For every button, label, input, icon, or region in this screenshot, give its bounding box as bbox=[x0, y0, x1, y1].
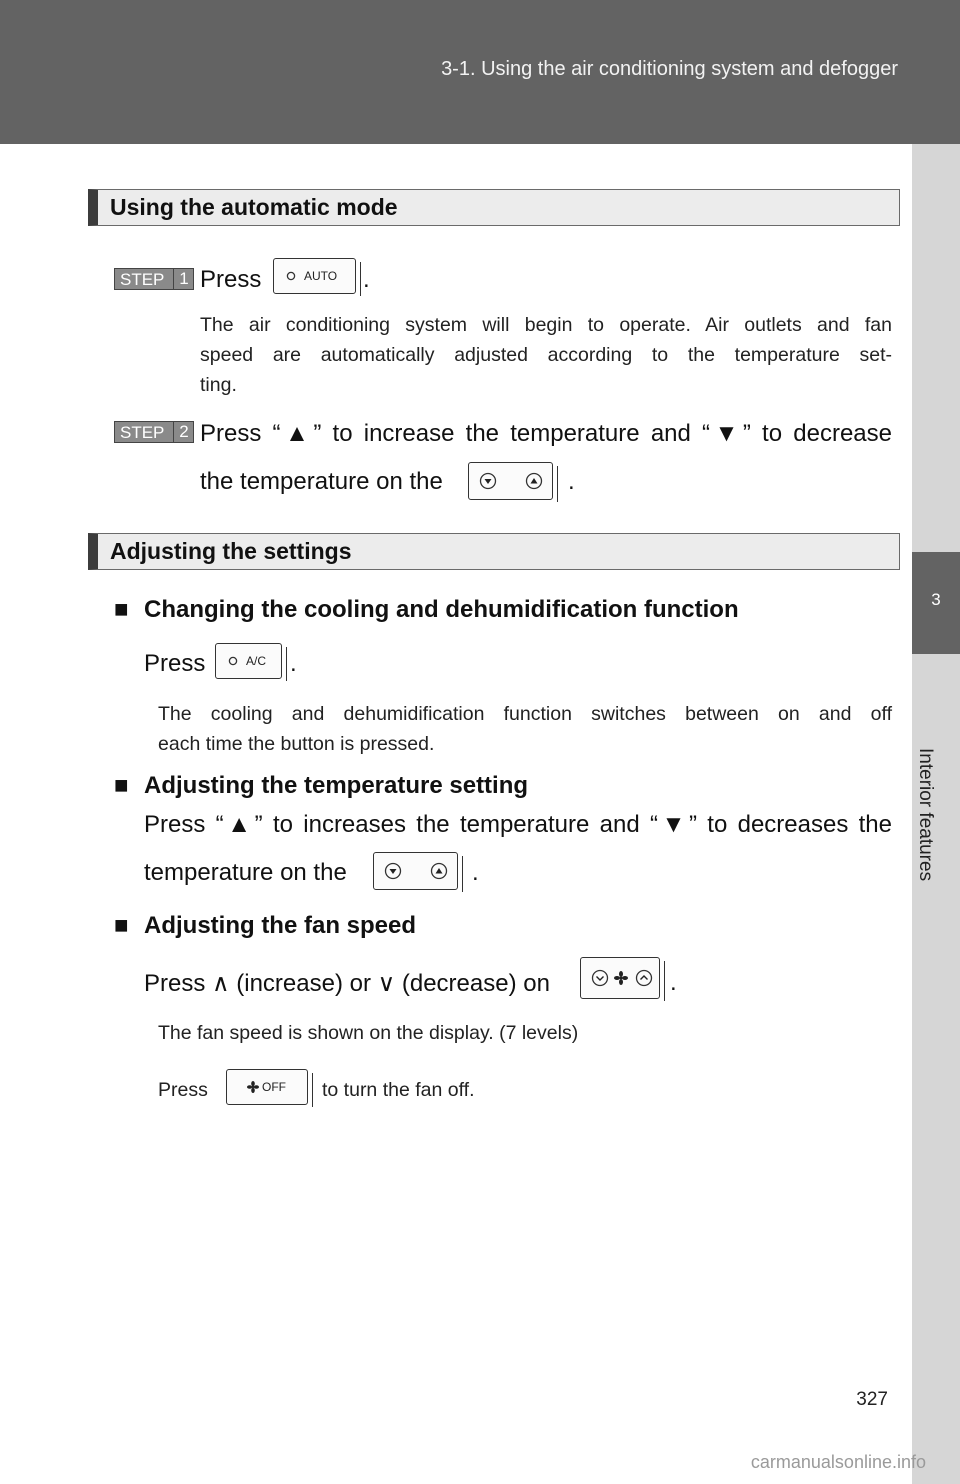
section-heading-settings: Adjusting the settings bbox=[88, 533, 900, 570]
temp-up-icon bbox=[430, 862, 448, 880]
step-1-press-text: Press bbox=[200, 266, 262, 293]
cooling-period: . bbox=[290, 650, 297, 677]
page-number: 327 bbox=[856, 1389, 888, 1410]
step-2-period: . bbox=[568, 468, 575, 495]
temperature-line2: temperature on the bbox=[144, 859, 347, 886]
cooling-square-bullet: ■ bbox=[114, 596, 129, 623]
chapter-number: 3 bbox=[931, 590, 941, 609]
cooling-desc-line1: The cooling and dehumidification functio… bbox=[158, 703, 892, 725]
step-1-desc-line2: speed are automatically adjusted accordi… bbox=[200, 344, 892, 366]
fan-off-after-text: to turn the fan off. bbox=[322, 1079, 475, 1101]
indicator-light-icon bbox=[228, 656, 238, 666]
temperature-dial bbox=[373, 852, 463, 892]
fan-title: Adjusting the fan speed bbox=[144, 912, 417, 939]
side-strip-top bbox=[912, 144, 960, 552]
fan-off-press-text: Press bbox=[158, 1079, 208, 1101]
fan-icon bbox=[614, 971, 628, 985]
fan-off-button: OFF bbox=[226, 1069, 313, 1107]
step-1-period: . bbox=[363, 266, 370, 293]
fan-icon bbox=[247, 1081, 259, 1093]
temperature-title: Adjusting the temperature setting bbox=[144, 772, 529, 799]
temp-down-icon bbox=[479, 472, 497, 490]
fan-speed-dial bbox=[580, 957, 665, 1001]
temperature-period: . bbox=[472, 859, 479, 886]
fan-increase-icon bbox=[635, 969, 653, 987]
step-2-line2: the temperature on the bbox=[200, 468, 443, 495]
fan-decrease-icon bbox=[591, 969, 609, 987]
step-2-badge: STEP 2 bbox=[114, 421, 194, 443]
temperature-dial bbox=[468, 462, 558, 502]
watermark: carmanualsonline.info bbox=[750, 1452, 926, 1472]
fan-line1: Press ∧ (increase) or ∨ (decrease) on bbox=[144, 970, 550, 997]
side-strip-bottom bbox=[912, 654, 960, 1484]
step-1-badge: STEP 1 bbox=[114, 268, 194, 290]
ac-button: A/C bbox=[215, 643, 287, 681]
section-heading-auto: Using the automatic mode bbox=[88, 189, 900, 226]
indicator-light-icon bbox=[286, 271, 296, 281]
cooling-desc-line2: each time the button is pressed. bbox=[158, 733, 435, 755]
page-header: 3-1. Using the air conditioning system a… bbox=[0, 0, 960, 144]
fan-square-bullet: ■ bbox=[114, 912, 129, 939]
fan-desc: The fan speed is shown on the display. (… bbox=[158, 1022, 579, 1044]
cooling-press-text: Press bbox=[144, 650, 206, 677]
step-2-line1: Press “▲” to increase the temperature an… bbox=[200, 420, 892, 447]
temperature-line1: Press “▲” to increases the temperature a… bbox=[144, 811, 892, 838]
step-1-desc-line1: The air conditioning system will begin t… bbox=[200, 314, 892, 336]
header-title: 3-1. Using the air conditioning system a… bbox=[441, 58, 898, 80]
step-1-desc-line3: ting. bbox=[200, 374, 237, 396]
temp-up-icon bbox=[525, 472, 543, 490]
cooling-title: Changing the cooling and dehumidificatio… bbox=[144, 596, 739, 623]
chapter-tab bbox=[912, 552, 960, 654]
temp-down-icon bbox=[384, 862, 402, 880]
fan-period: . bbox=[670, 969, 677, 996]
temperature-square-bullet: ■ bbox=[114, 772, 129, 799]
auto-button: AUTO bbox=[273, 258, 361, 296]
